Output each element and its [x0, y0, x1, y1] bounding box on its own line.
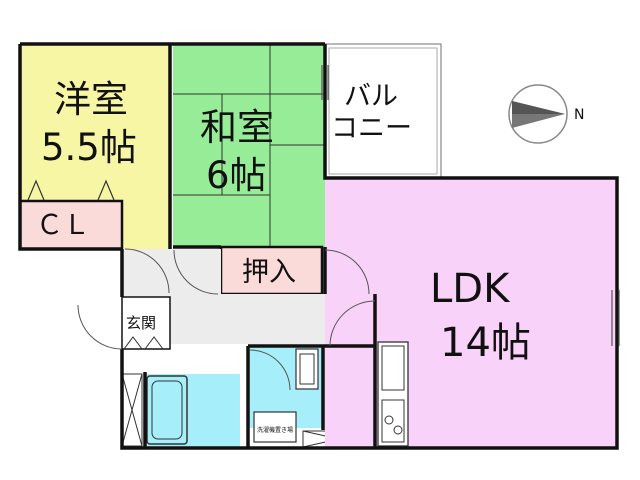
- compass-icon: N: [508, 84, 584, 144]
- washer-space: 洗濯機置き場: [253, 411, 297, 443]
- windows: [321, 65, 620, 346]
- genkan: 玄関: [121, 296, 171, 350]
- wash-basin: [295, 348, 319, 390]
- ldk-room: LDK 14帖: [325, 178, 617, 448]
- oshiire-label: 押入: [242, 257, 296, 288]
- japanese-room-size: 6帖: [206, 154, 267, 197]
- door-swings: [77, 248, 376, 391]
- balcony-label-line1: バル: [344, 81, 398, 112]
- tatami-lines: [173, 44, 325, 247]
- genkan-label: 玄関: [126, 314, 156, 332]
- compass-north-label: N: [574, 107, 584, 123]
- closet-label: ＣＬ: [36, 210, 90, 241]
- bathtub: [146, 375, 188, 445]
- kitchen-counter: [377, 341, 409, 447]
- western-room-name: 洋室: [54, 78, 128, 121]
- balcony: バル コニー: [324, 43, 442, 179]
- closet-door-right: [97, 179, 115, 201]
- oshiire: 押入: [219, 245, 324, 296]
- washer-label: 洗濯機置き場: [257, 426, 293, 434]
- closet-door-left: [27, 179, 45, 201]
- japanese-room: 和室 6帖: [173, 44, 325, 247]
- ldk-room-size: 14帖: [440, 320, 531, 366]
- ldk-room-name: LDK: [430, 266, 511, 312]
- balcony-label-line2: コニー: [331, 113, 412, 144]
- western-room: 洋室 5.5帖: [20, 44, 170, 249]
- walls: [18, 42, 619, 450]
- japanese-room-name: 和室: [200, 106, 274, 149]
- western-room-size: 5.5帖: [41, 126, 137, 169]
